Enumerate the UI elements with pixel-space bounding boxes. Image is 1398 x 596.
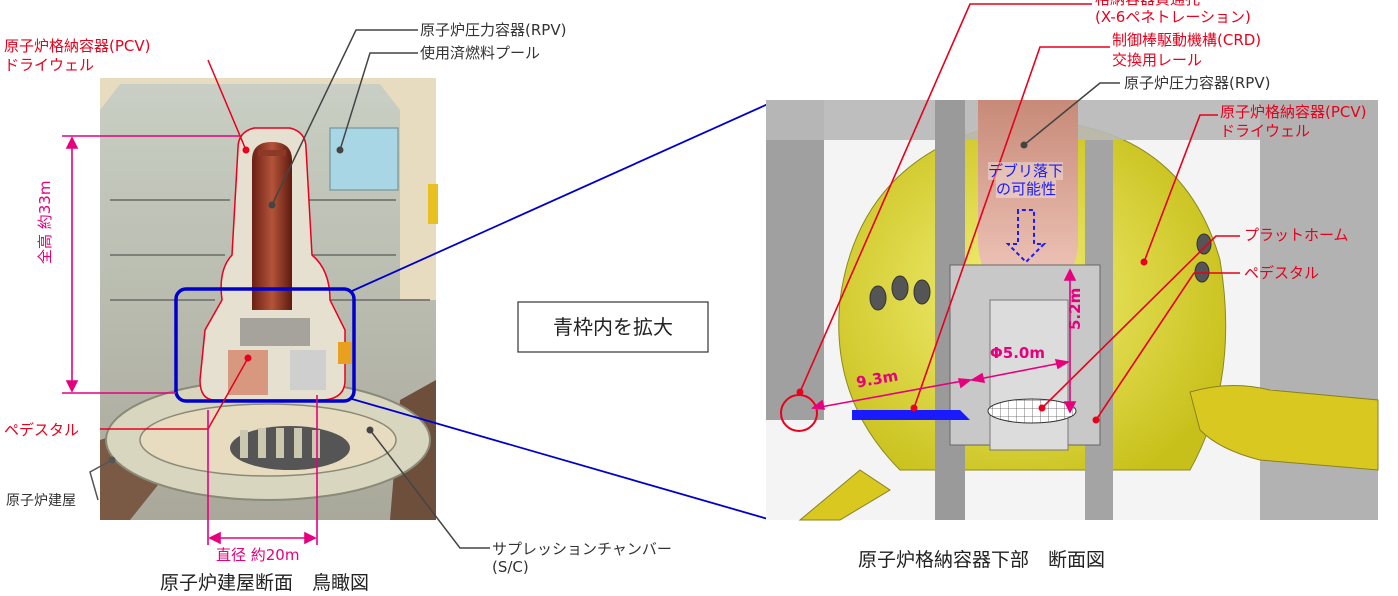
debris-label-line2: の可能性 (996, 180, 1057, 198)
debris-label-line1: デブリ落下 (988, 162, 1064, 180)
left-spent-fuel-pool-label: 使用済燃料プール (420, 44, 541, 62)
left-pcv-label-line2: ドライウェル (4, 56, 95, 74)
zoom-line-top (351, 103, 769, 292)
suppression-chamber-label-line2: (S/C) (492, 558, 529, 576)
right-pcv-label-line2: ドライウェル (1220, 122, 1311, 140)
penetration-label-line1: 格納容器貫通孔 (1095, 0, 1200, 8)
pedestal-height-dimension: 5.2m (1066, 287, 1084, 330)
diameter-dimension-label: 直径 約20m (216, 546, 300, 564)
left-pedestal-label: ペデスタル (4, 421, 80, 439)
height-dimension-label: 全高 約33m (36, 180, 54, 264)
left-pcv-label-line1: 原子炉格納容器(PCV) (4, 37, 151, 55)
right-rpv-label: 原子炉圧力容器(RPV) (1124, 74, 1271, 92)
pedestal-diameter-dimension: Φ5.0m (990, 344, 1045, 362)
zoom-label-box (517, 301, 709, 353)
suppression-chamber-label-line1: サプレッションチャンバー (492, 540, 672, 558)
zoom-line-bottom (351, 398, 769, 520)
zoom-frame (174, 287, 356, 403)
pcv-lower-section-illustration (766, 100, 1379, 521)
penetration-label-line2: (X-6ペネトレーション) (1095, 8, 1251, 26)
right-caption: 原子炉格納容器下部 断面図 (858, 549, 1106, 571)
reactor-building-illustration (100, 78, 438, 520)
crd-rail-label-line2: 交換用レール (1112, 51, 1203, 69)
left-caption: 原子炉建屋断面 鳥瞰図 (160, 572, 370, 594)
platform-label: プラットホーム (1244, 226, 1349, 244)
left-rpv-label: 原子炉圧力容器(RPV) (420, 21, 567, 39)
right-pedestal-label: ペデスタル (1244, 264, 1320, 282)
zoom-label: 青枠内を拡大 (553, 315, 673, 339)
crd-rail-label-line1: 制御棒駆動機構(CRD) (1112, 31, 1262, 49)
reactor-building-label: 原子炉建屋 (6, 493, 76, 509)
right-pcv-label-line1: 原子炉格納容器(PCV) (1220, 103, 1367, 121)
